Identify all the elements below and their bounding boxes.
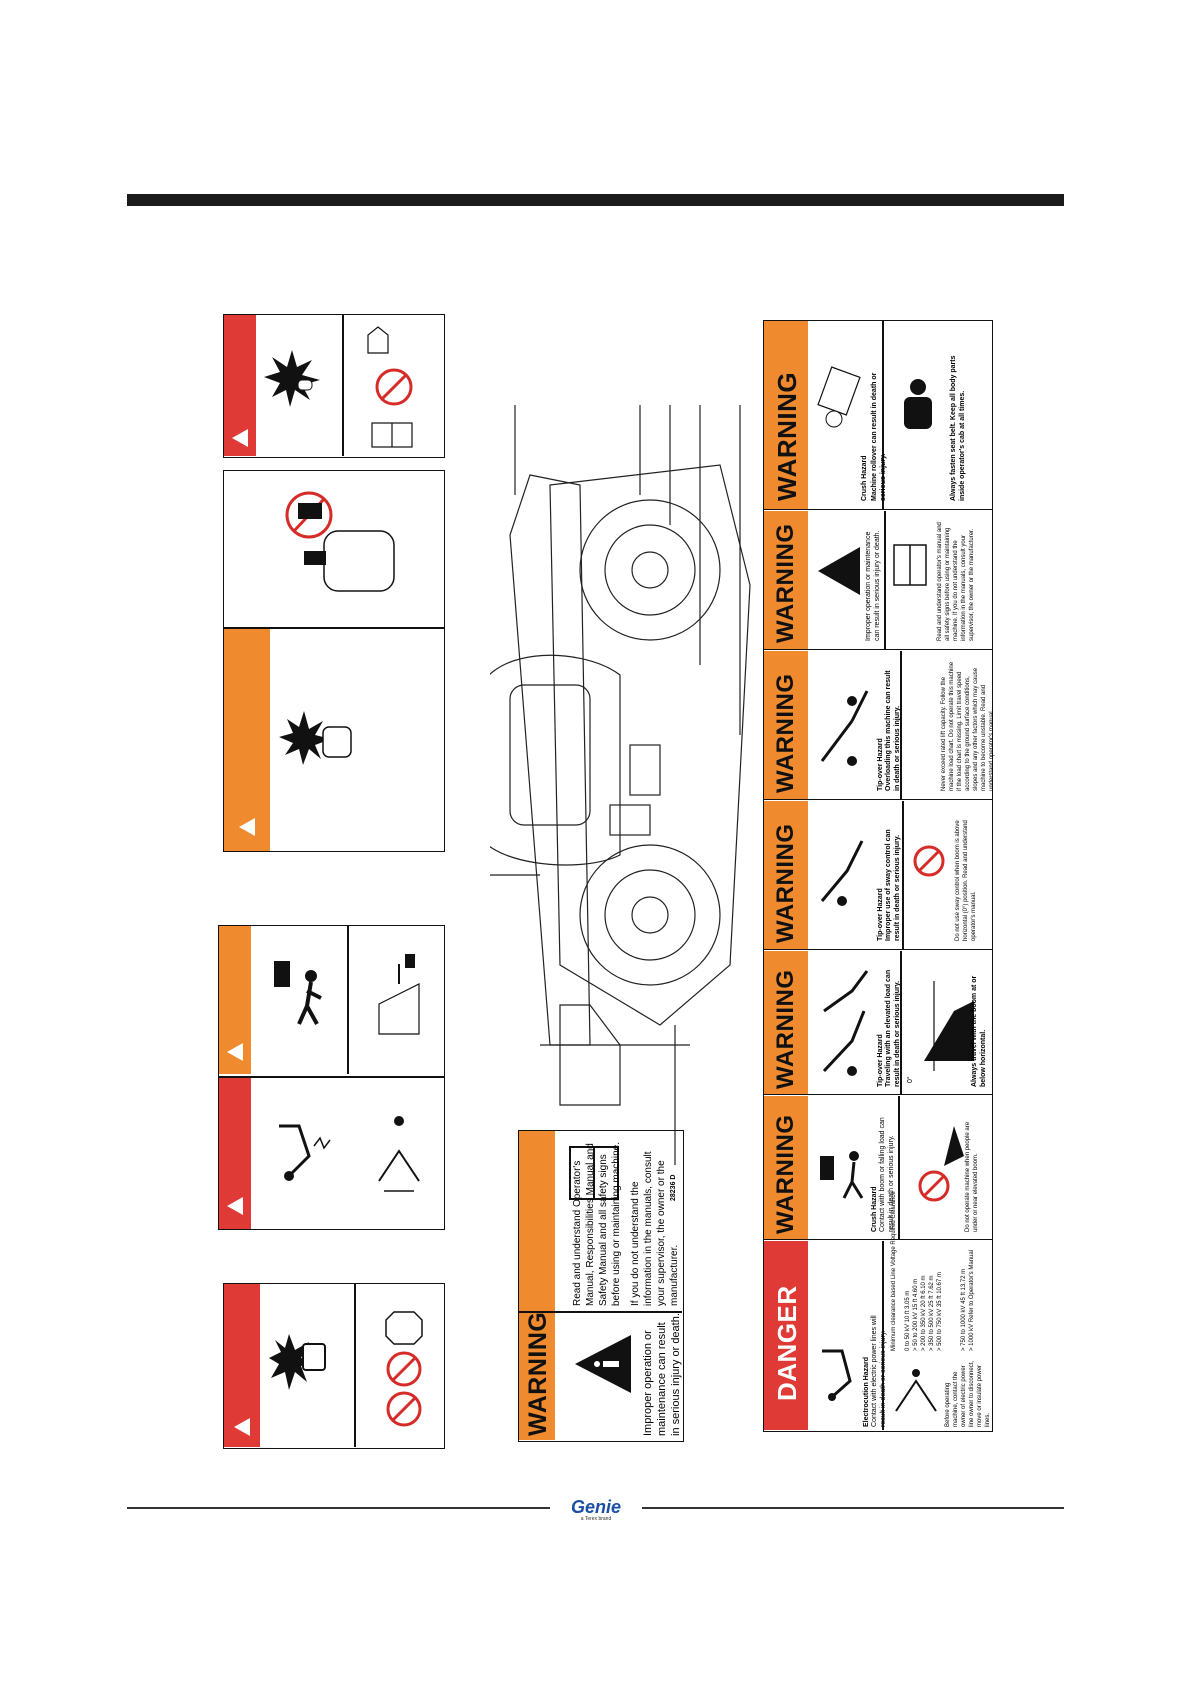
warning-band: WARNING — [764, 511, 808, 649]
engine-spray-icon — [285, 491, 395, 592]
logo-tagline: a Terex brand — [580, 1516, 612, 1522]
electrocution-icon — [822, 1349, 852, 1401]
decal-right-text-2: If you do not understand the information… — [630, 1151, 680, 1306]
hazard-note: Always fasten seat belt. Keep all body p… — [950, 355, 966, 502]
danger-band — [219, 1078, 251, 1229]
alert-triangle-icon — [227, 1197, 243, 1215]
tipover-icon — [820, 690, 869, 766]
warning-band: WARNING — [764, 1096, 808, 1239]
hazard-note: Always travel with the boom at or below … — [971, 975, 987, 1087]
hazard-note: Read and understand operator's manual an… — [937, 522, 975, 641]
warning-improper-operation: WARNING Improper operation or maintenanc… — [764, 511, 992, 650]
decal-left-text: Improper operation or maintenance can re… — [642, 1313, 682, 1436]
safety-icons — [367, 326, 413, 448]
engine-explosion-icon — [279, 711, 352, 765]
signal-word: WARNING — [772, 523, 799, 644]
warning-sway-control: WARNING Tip-over Hazard Improper use of … — [764, 801, 992, 950]
clearance-icon — [378, 954, 420, 1035]
hazard-title: Crush Hazard — [861, 455, 868, 501]
decal-operator-manual: WARNING Improper operation or maintenanc… — [518, 1130, 684, 1442]
hazard-text: Improper operation or maintenance can re… — [865, 530, 881, 642]
signal-word: WARNING — [772, 1114, 799, 1235]
hazard-note: Never exceed rated lift capacity. Follow… — [941, 661, 995, 791]
crush-hazard-icon — [820, 1151, 864, 1199]
warning-overloading: WARNING Tip-over Hazard Overloading this… — [764, 651, 995, 800]
clearance-row: 0 to 50 kV 10 ft 3.05 m — [905, 1290, 911, 1351]
prohibited-icon — [913, 845, 945, 877]
machine-side-view-diagram — [490, 405, 751, 1165]
logo-text: Genie — [570, 1497, 622, 1517]
no-smoking-stop-icons — [385, 1311, 423, 1427]
power-line-icon — [895, 1369, 937, 1412]
footer-rule-left — [127, 1507, 550, 1509]
danger-electrocution: DANGER Electrocution Hazard Contact with… — [764, 1191, 992, 1430]
alert-triangle-icon — [234, 1418, 250, 1436]
warning-band — [224, 629, 270, 851]
decal-boom-hazard — [218, 925, 445, 1230]
alert-triangle-icon — [818, 547, 860, 595]
clearance-row: > 200 to 350 kV 20 ft 6.10 m — [921, 1275, 927, 1351]
part-number: 28236 D — [670, 1174, 677, 1201]
prohibited-person-icon — [918, 1126, 964, 1202]
decal-strip: WARNING Crush Hazard Machine rollover ca… — [763, 320, 995, 1432]
explosion-icon — [264, 350, 320, 407]
boom-horizontal-icon — [924, 981, 974, 1071]
decal-refuel-hazard — [223, 1283, 445, 1449]
danger-band — [224, 315, 256, 456]
tipover-icon — [822, 970, 869, 1076]
genie-logo: Genie a Terex brand — [560, 1498, 632, 1524]
footer-rule-right — [642, 1507, 1064, 1509]
clearance-row: > 500 to 750 kV 35 ft 10.67 m — [937, 1272, 943, 1351]
signal-word: WARNING — [772, 969, 799, 1090]
warning-band: WARNING — [764, 801, 808, 949]
danger-band — [224, 1284, 260, 1447]
signal-word: WARNING — [772, 823, 799, 944]
manual-icon — [893, 544, 927, 586]
warning-band: WARNING — [764, 321, 808, 509]
no-smoking-icon — [386, 1351, 422, 1387]
manual-icon — [569, 1146, 619, 1200]
hazard-instruction: Before operating machine, contact the ow… — [945, 1360, 991, 1427]
danger-band: DANGER — [764, 1241, 808, 1430]
rollover-icon — [817, 366, 861, 428]
warning-band: WARNING — [519, 1131, 555, 1440]
hazard-note: Do not use sway control when boom is abo… — [955, 820, 977, 941]
warning-crush-boom: WARNING Crush Hazard Contact with boom o… — [764, 1096, 992, 1240]
clearance-row: > 350 to 500 kV 25 ft 7.62 m — [929, 1275, 935, 1351]
alert-triangle-icon — [227, 1043, 243, 1061]
warning-band: WARNING — [764, 651, 808, 799]
decal-engine-start-aid — [223, 470, 445, 852]
decal-explosion-hazard — [223, 314, 445, 458]
alert-triangle-icon — [239, 818, 255, 836]
header-rule — [127, 194, 1064, 206]
seatbelt-icon — [904, 379, 932, 429]
clearance-table-header: Minimum clearance based Line Voltage Req… — [891, 1191, 897, 1351]
fuel-explosion-icon — [269, 1334, 326, 1390]
hazard-note: Do not operate machine when people are u… — [965, 1121, 979, 1232]
alert-triangle-icon — [575, 1335, 631, 1393]
warning-band — [219, 926, 251, 1074]
crush-hazard-icon — [274, 961, 322, 1025]
clearance-row: > 750 to 1000 kV 45 ft 13.72 m — [961, 1268, 967, 1351]
signal-word: DANGER — [772, 1285, 802, 1401]
tipover-icon — [820, 840, 864, 906]
no-flame-icon — [386, 1391, 422, 1427]
power-line-clearance-icon — [378, 1116, 420, 1192]
clearance-row: > 1000 kV Refer to Operator's Manual — [969, 1249, 975, 1351]
signal-word: WARNING — [772, 371, 802, 501]
electrocution-icon — [279, 1124, 331, 1181]
warning-band: WARNING — [764, 951, 808, 1094]
warning-rollover: WARNING Crush Hazard Machine rollover ca… — [764, 321, 992, 510]
warning-traveling: WARNING Tip-over Hazard Traveling with a… — [764, 951, 992, 1095]
clearance-row: > 50 to 200 kV 15 ft 4.60 m — [913, 1278, 919, 1351]
prohibited-icon — [285, 491, 333, 539]
prohibited-icon — [375, 368, 413, 406]
hazard-text: Improper use of sway control can result … — [885, 829, 901, 941]
stop-sign-icon — [385, 1311, 423, 1345]
decal-right-text-1: Read and understand Operator's Manual, R… — [572, 1142, 622, 1306]
signal-word: WARNING — [772, 673, 799, 794]
alert-triangle-icon — [232, 429, 248, 447]
signal-word: WARNING — [524, 1311, 552, 1436]
